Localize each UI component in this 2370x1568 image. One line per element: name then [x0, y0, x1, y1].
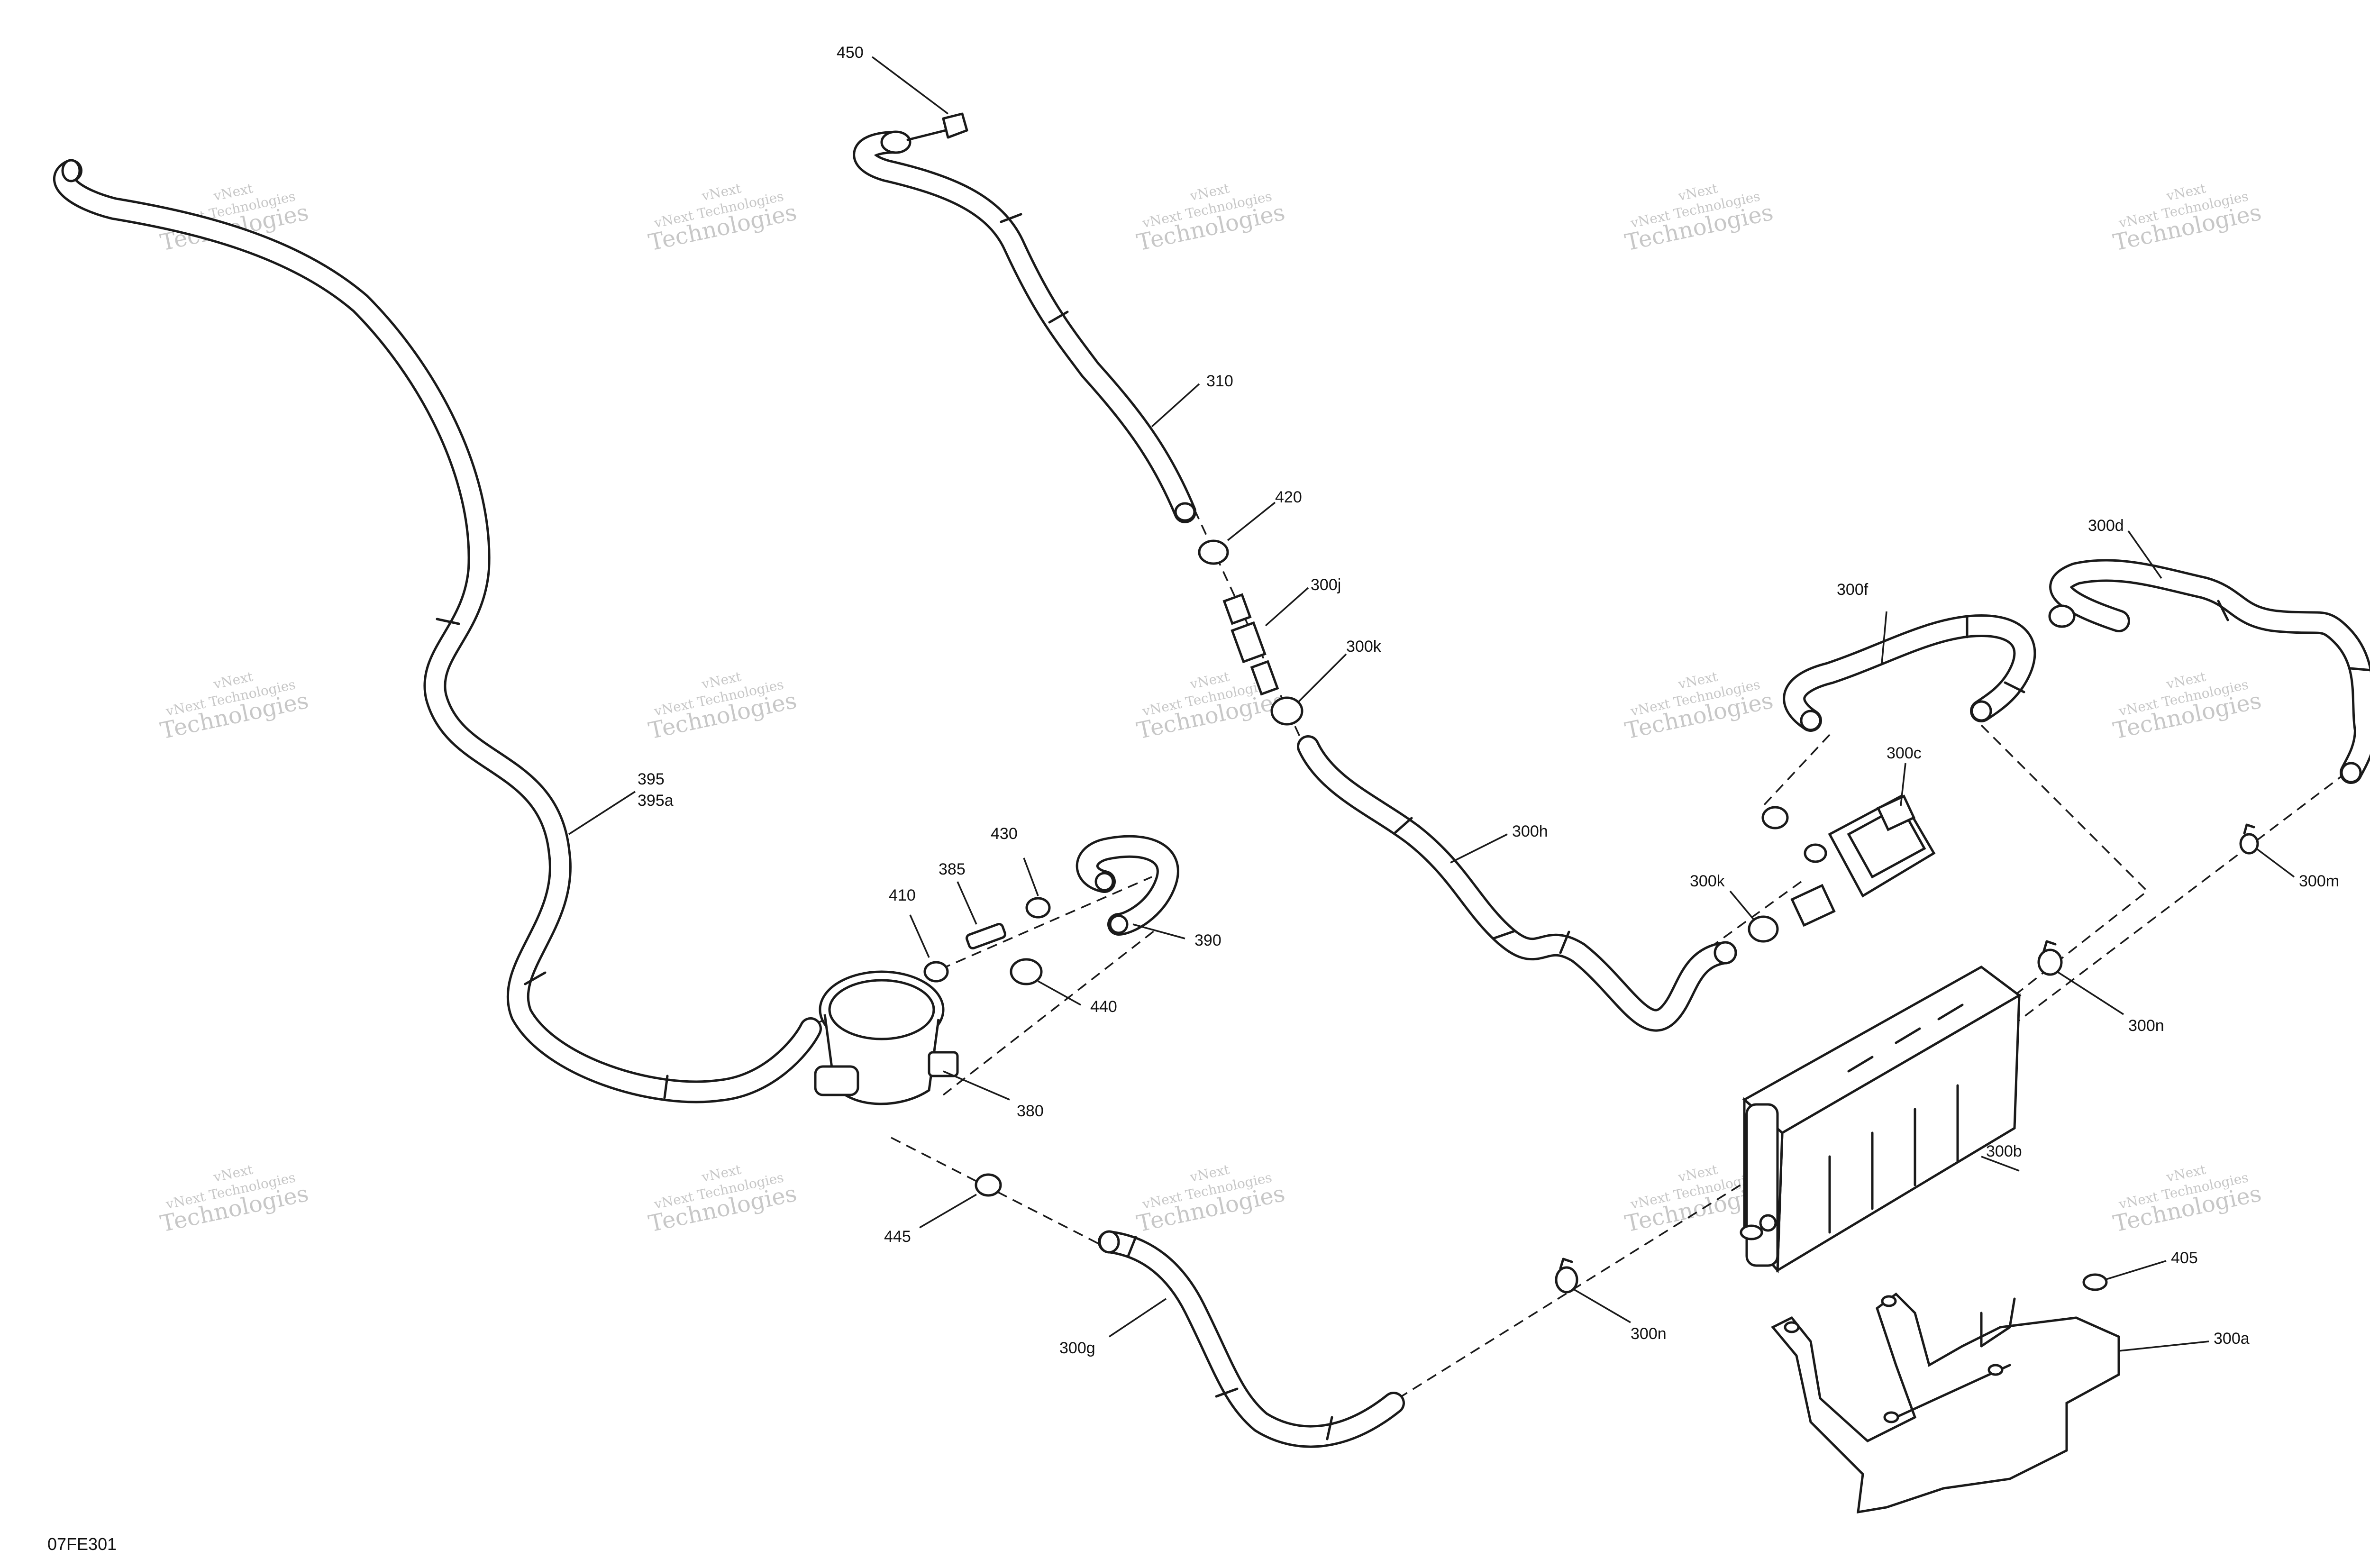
purge-valve-300c — [1748, 794, 1936, 943]
hose-300d — [2048, 559, 2370, 784]
callout-405: 405 — [2171, 1249, 2198, 1267]
hose-300g — [1098, 1230, 1405, 1448]
guide-line-300f-to-300c — [1762, 734, 1831, 807]
callout-395a: 395a — [638, 792, 674, 810]
callout-445: 445 — [884, 1228, 911, 1246]
clamp-430 — [1025, 897, 1051, 919]
callout-300n-right: 300n — [2128, 1017, 2164, 1035]
clamp-300k-top — [1270, 696, 1304, 726]
callout-300k-bottom: 300k — [1690, 872, 1725, 890]
hose-300f — [1783, 614, 2036, 732]
guide-line-300f-to-300b — [1980, 724, 2149, 996]
watermark: vNext vNext Technologies Technologies — [1623, 180, 1775, 256]
guide-line-380-to-390 — [942, 928, 1158, 1096]
clamp-420 — [1198, 539, 1229, 565]
clamp-300f-end — [1761, 806, 1789, 830]
clamp-300k-bottom — [1748, 915, 1779, 943]
callout-420: 420 — [1275, 488, 1302, 506]
clamp-300n-bottom — [1555, 1258, 1578, 1294]
fitting-stack — [1198, 539, 1304, 726]
callout-380: 380 — [1017, 1102, 1044, 1120]
callout-300j: 300j — [1311, 576, 1341, 594]
guide-line-300c-to-300h — [1715, 881, 1802, 944]
callout-385: 385 — [939, 860, 966, 878]
callout-300h: 300h — [1512, 822, 1548, 840]
connector-300j — [1222, 593, 1279, 696]
charcoal-canister-300b — [1740, 966, 2022, 1274]
small-fittings — [923, 897, 1051, 1197]
watermark: vNext vNext Technologies Technologies — [2111, 1161, 2263, 1237]
watermark: vNext vNext Technologies Technologies — [646, 668, 799, 744]
callout-300b: 300b — [1986, 1142, 2022, 1160]
mounting-bracket-300a — [1771, 1273, 2120, 1514]
callout-300g: 300g — [1059, 1339, 1095, 1357]
callout-300a: 300a — [2214, 1330, 2250, 1348]
callout-300c: 300c — [1887, 744, 1922, 762]
watermark: vNext vNext Technologies Technologies — [646, 180, 799, 256]
clamp-445 — [975, 1173, 1002, 1197]
callout-300d: 300d — [2088, 517, 2124, 535]
callout-300n-bottom: 300n — [1631, 1325, 1667, 1343]
hose-310 — [853, 112, 1196, 523]
callout-labels: 450 310 420 300j 300k 300h 300k 300c 300… — [638, 44, 2339, 1357]
callout-410: 410 — [889, 886, 916, 904]
callout-395: 395 — [638, 770, 665, 788]
clamp-440 — [1010, 958, 1043, 985]
watermark: vNext vNext Technologies Technologies — [2111, 180, 2263, 256]
screw-405 — [2082, 1273, 2108, 1291]
callout-300k-top: 300k — [1346, 638, 1382, 656]
clamp-300n-right — [2037, 940, 2063, 976]
watermark: vNext vNext Technologies Technologies — [1134, 1161, 1287, 1237]
guide-line-300d-to-300b — [2014, 772, 2347, 1025]
callout-310: 310 — [1206, 372, 1233, 390]
watermark: vNext vNext Technologies Technologies — [158, 668, 310, 744]
callout-300m: 300m — [2299, 872, 2339, 890]
watermark: vNext vNext Technologies Technologies — [2111, 668, 2263, 744]
hose-390 — [1076, 835, 1179, 936]
hose-395 — [53, 159, 822, 1103]
watermark: vNext vNext Technologies Technologies — [1134, 180, 1287, 256]
watermark: vNext vNext Technologies Technologies — [158, 1161, 310, 1237]
leader-lines — [568, 56, 2295, 1352]
callout-450: 450 — [837, 44, 864, 62]
callout-390: 390 — [1194, 931, 1221, 949]
hose-300h — [1297, 735, 1737, 1032]
watermark: vNext vNext Technologies Technologies — [646, 1161, 799, 1237]
figure-code: 07FE301 — [47, 1534, 117, 1554]
hose-clamp-450 — [880, 112, 968, 154]
clamp-300m — [2239, 823, 2259, 855]
watermark: vNext vNext Technologies Technologies — [1623, 668, 1775, 744]
callout-300f: 300f — [1837, 581, 1869, 599]
connector-385 — [966, 922, 1006, 950]
guide-line-300g-to-300b — [1398, 1170, 1764, 1399]
pump-380 — [814, 970, 959, 1105]
clamp-410 — [923, 961, 949, 983]
callout-440: 440 — [1090, 998, 1117, 1016]
callout-430: 430 — [991, 825, 1018, 843]
